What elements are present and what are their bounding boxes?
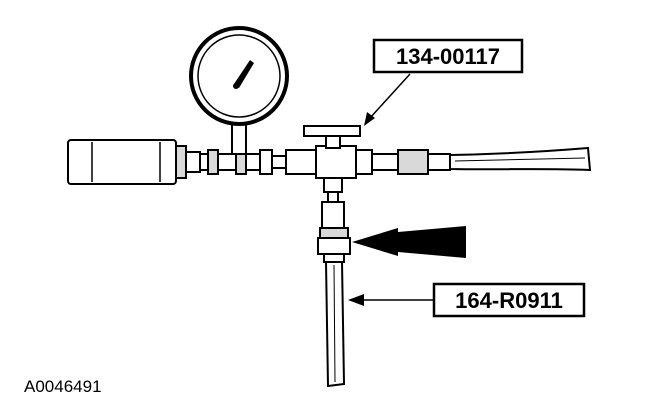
callout-top: 134-00117 [364, 38, 524, 126]
callout-label-164-R0911: 164-R0911 [455, 288, 563, 313]
figure-id: A0046491 [24, 377, 102, 396]
cylinder-body [67, 139, 201, 185]
large-pointer-arrow [352, 226, 466, 258]
callout-bottom: 164-R0911 [348, 282, 586, 318]
vertical-adapter [317, 177, 351, 263]
pressure-gauge [189, 26, 289, 155]
fuel-hose [449, 146, 592, 172]
manifold-pipe [199, 145, 451, 179]
valve-t-handle [303, 125, 361, 149]
vertical-hose [324, 261, 346, 388]
gauge-needle [233, 60, 254, 89]
callout-label-134-00117: 134-00117 [396, 44, 500, 69]
